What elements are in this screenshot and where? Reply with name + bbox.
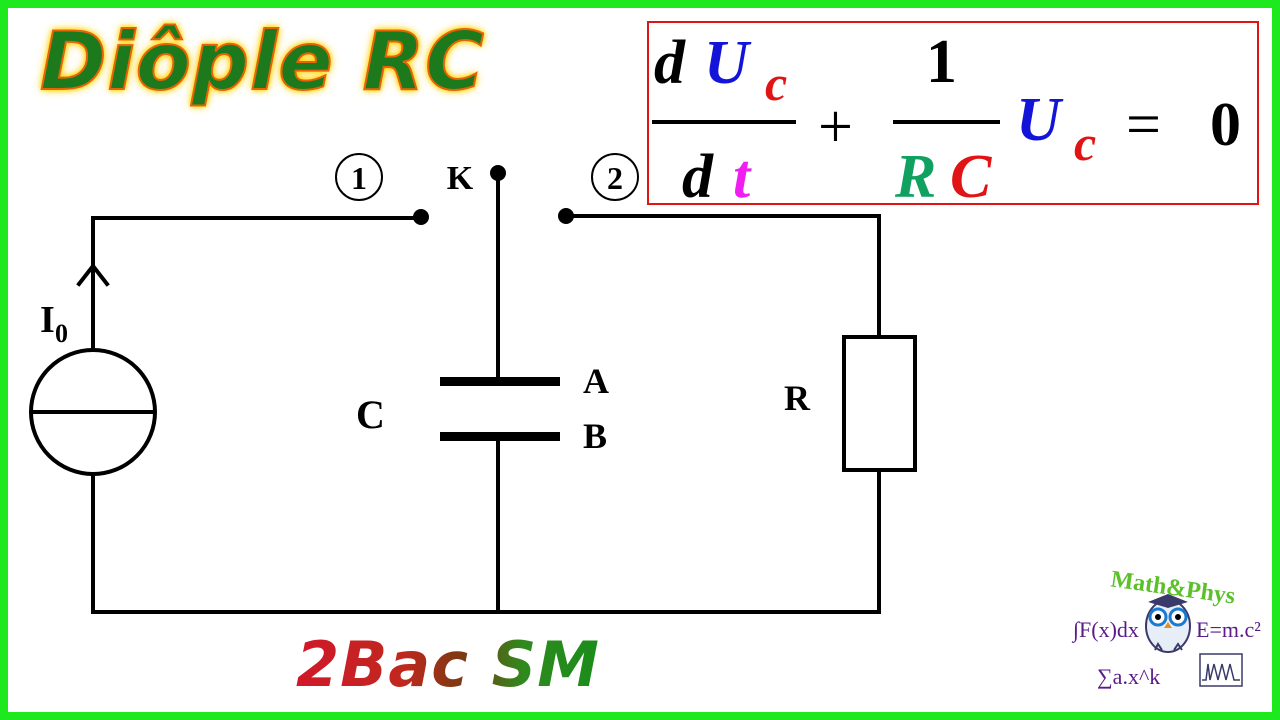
eq-t-denominator: t (733, 143, 752, 211)
resistor-label: R (784, 378, 811, 418)
capacitor-label: C (356, 392, 385, 437)
equation: d U c d t + 1 R C U c = 0 (652, 28, 1241, 211)
plate-b-label: B (583, 416, 607, 456)
wires (76, 171, 881, 614)
eq-one: 1 (926, 28, 957, 96)
logo-integral: ∫F(x)dx (1071, 617, 1139, 643)
source-current-subscript: 0 (55, 319, 68, 348)
switch-pivot (490, 165, 506, 181)
eq-zero: 0 (1210, 91, 1241, 159)
eq-c-denominator: C (950, 143, 992, 211)
eq-u-numerator: U (704, 29, 752, 97)
position-2-circle (591, 153, 639, 201)
page-title: Diôple RC (39, 15, 485, 108)
eq-d-numerator: d (654, 29, 686, 97)
source-current-label: I (40, 299, 55, 341)
position-1-label: 1 (351, 160, 367, 196)
eq-c-sub-1: c (765, 55, 787, 111)
eq-equals: = (1126, 91, 1161, 159)
eq-c-sub-2: c (1074, 115, 1096, 171)
position-1-circle (335, 153, 383, 201)
switch-contact-2 (558, 208, 574, 224)
switch-label: K (447, 160, 474, 197)
signal-wave-icon (1199, 653, 1243, 687)
capacitor-plate-b (440, 432, 560, 441)
switch-contact-1 (413, 209, 429, 225)
eq-plus: + (818, 93, 853, 161)
capacitor-plate-a (440, 377, 560, 386)
logo-energy: E=m.c² (1196, 617, 1261, 642)
eq-u-term: U (1016, 86, 1064, 154)
position-2-label: 2 (607, 160, 623, 196)
owl-icon (1145, 594, 1191, 653)
eq-r: R (894, 143, 936, 211)
plate-a-label: A (583, 361, 609, 401)
resistor-icon (842, 335, 917, 472)
wire-top-left (91, 216, 422, 352)
logo: Math&Phys ∫F(x)dx E=m.c² ∑a.x^k (1071, 566, 1261, 689)
subtitle: 2Bac SM (296, 628, 600, 701)
arrow-up-icon (76, 262, 110, 287)
equation-box (647, 21, 1259, 205)
circuit-labels: 1 K 2 I 0 C A B R (40, 153, 811, 456)
wire-top-right (564, 214, 881, 338)
eq-d-denominator: d (682, 143, 714, 211)
logo-sum: ∑a.x^k (1097, 664, 1160, 689)
